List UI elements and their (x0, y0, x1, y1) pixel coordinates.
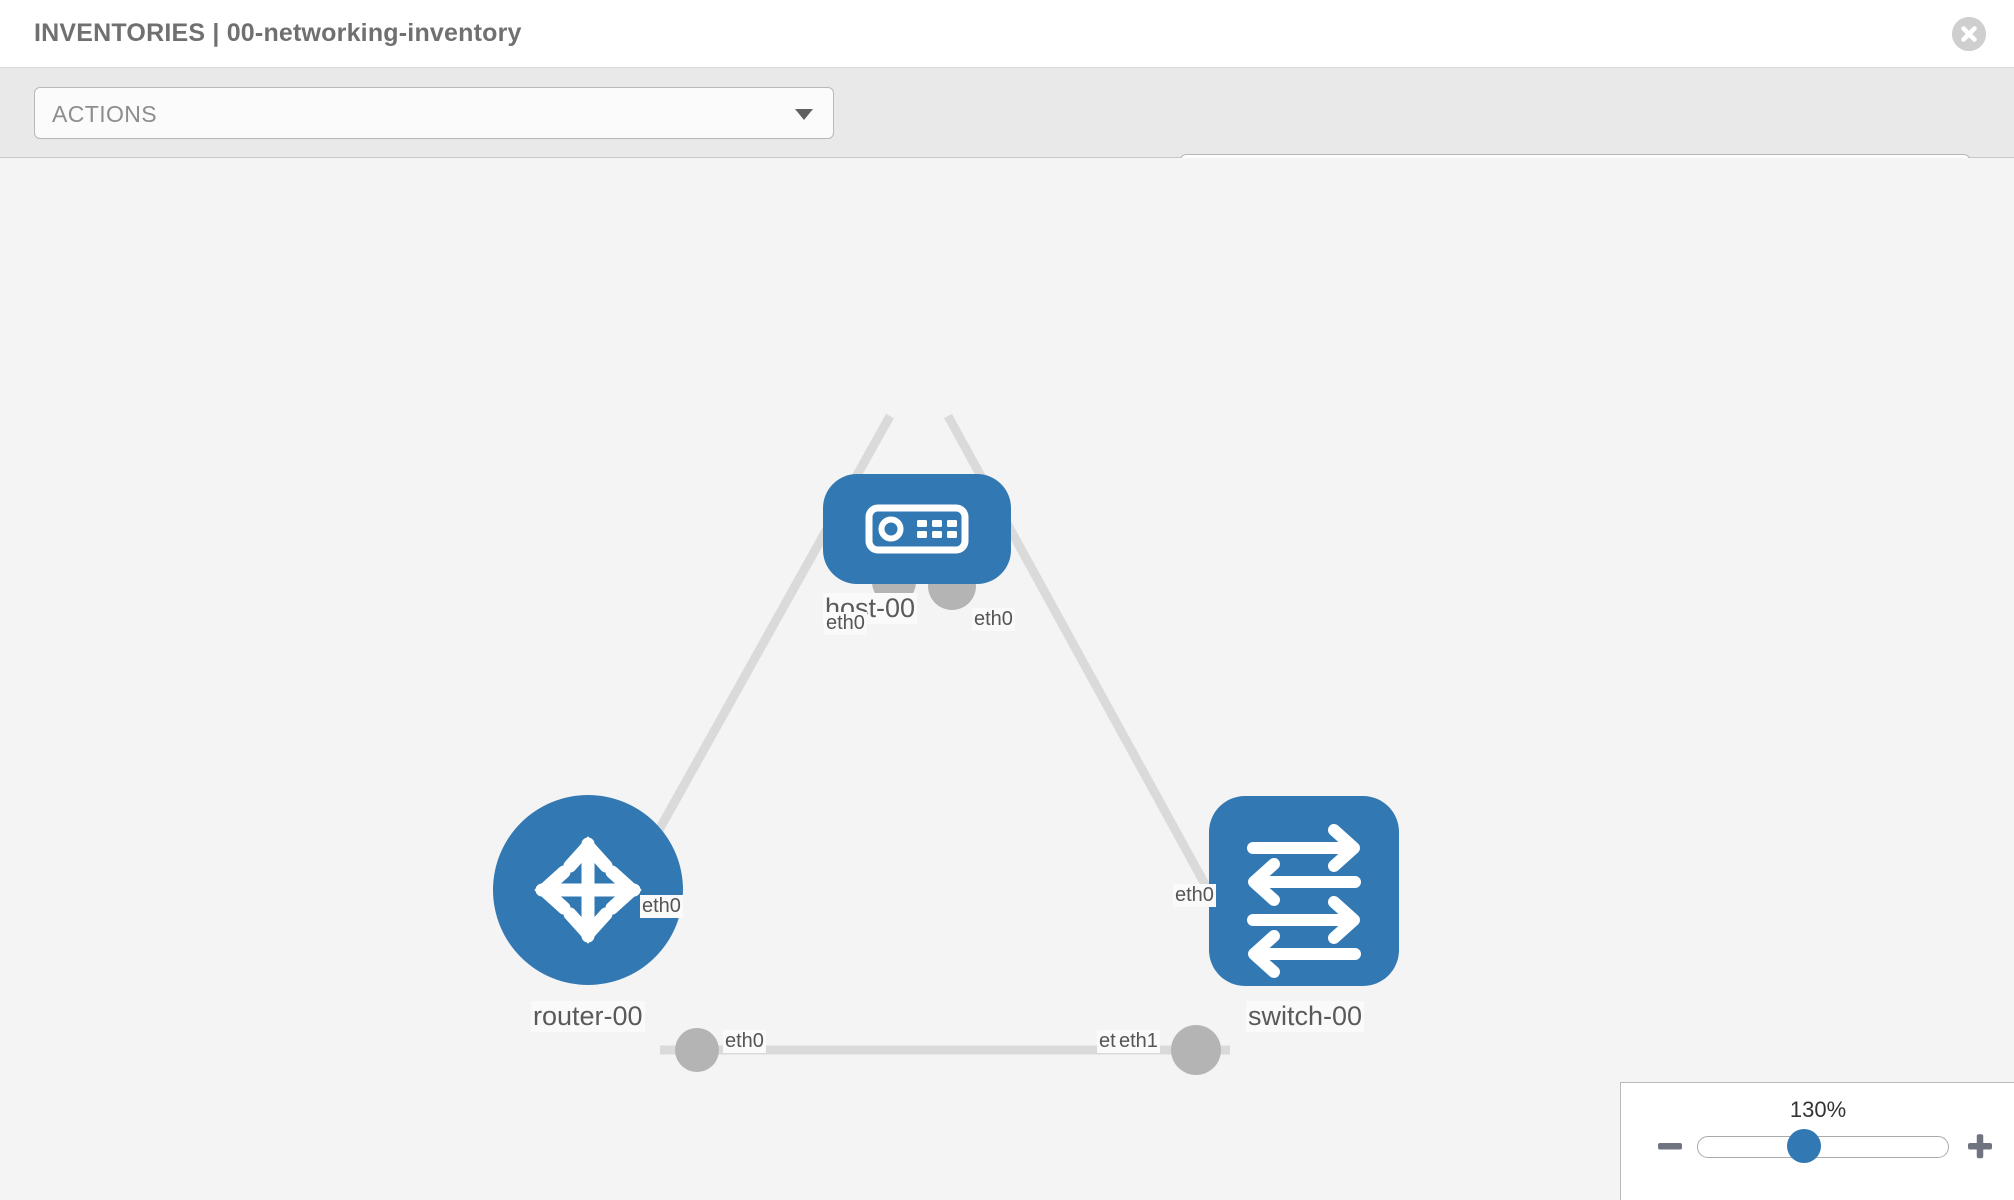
node-label-switch-00: switch-00 (1246, 1001, 1365, 1032)
toolbar: ACTIONS SEARCH (0, 68, 2014, 206)
node-switch-00 (1209, 796, 1399, 986)
page-header: INVENTORIES | 00-networking-inventory (0, 0, 2014, 68)
stub-router00-right (675, 1028, 719, 1072)
iface-label-switch00-to-host00: eth0 (1173, 884, 1216, 907)
minus-icon[interactable] (1653, 1129, 1687, 1163)
topology-canvas[interactable]: host-00 router-00 switch-00 eth0 eth0 et… (0, 158, 2014, 1200)
iface-label-router00-to-switch00: eth0 (723, 1030, 766, 1053)
page-title: INVENTORIES | 00-networking-inventory (34, 19, 522, 47)
iface-label-host00-to-switch00: eth0 (972, 608, 1015, 631)
node-label-router-00: router-00 (531, 1001, 645, 1032)
zoom-control-panel: 130% (1620, 1082, 2014, 1200)
actions-dropdown[interactable]: ACTIONS (34, 87, 834, 139)
plus-icon[interactable] (1963, 1129, 1997, 1163)
stub-switch00-left (1171, 1025, 1221, 1075)
actions-dropdown-label: ACTIONS (52, 101, 158, 127)
chevron-down-icon (795, 109, 813, 120)
iface-label-host00-to-router00: eth0 (824, 612, 867, 635)
node-router-00 (493, 795, 683, 985)
node-host-00 (823, 474, 1011, 584)
topology-graph (493, 413, 1399, 1075)
zoom-slider-thumb[interactable] (1787, 1129, 1821, 1163)
iface-label-router00-to-host00: eth0 (640, 895, 683, 918)
zoom-slider-track[interactable] (1697, 1136, 1949, 1158)
iface-label-switch00-to-router00: eth1 (1117, 1030, 1160, 1053)
zoom-level-value: 130% (1789, 1097, 1847, 1122)
close-icon[interactable] (1952, 17, 1986, 51)
